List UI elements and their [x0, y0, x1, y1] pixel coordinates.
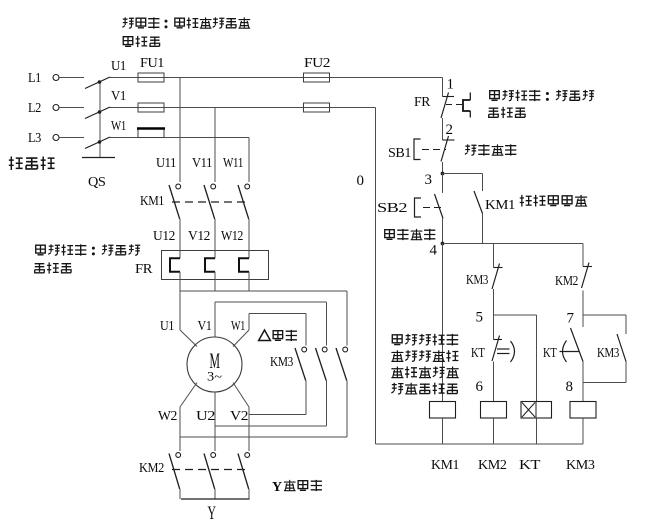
svg-text:KM3: KM3	[466, 273, 488, 288]
svg-text:W1: W1	[111, 119, 126, 134]
svg-text:KM2: KM2	[478, 458, 507, 473]
svg-text:FU2: FU2	[304, 56, 330, 71]
svg-text:KT: KT	[519, 458, 541, 473]
svg-text:KM3: KM3	[566, 458, 595, 473]
svg-text:W1: W1	[231, 319, 245, 334]
svg-text:KM2: KM2	[555, 274, 578, 289]
svg-text:V11: V11	[192, 156, 212, 171]
svg-text:U2: U2	[196, 409, 215, 424]
svg-text:6: 6	[476, 379, 484, 395]
svg-text:FR: FR	[414, 95, 431, 110]
svg-text:KM1: KM1	[140, 194, 164, 209]
svg-text:KM2: KM2	[139, 461, 164, 476]
svg-text:FU1: FU1	[140, 56, 164, 71]
svg-text:KM1: KM1	[431, 458, 459, 473]
svg-text:W11: W11	[223, 156, 243, 171]
svg-text:V2: V2	[230, 409, 248, 424]
svg-text:V1: V1	[198, 319, 212, 334]
svg-text:1: 1	[447, 77, 454, 93]
svg-text:KM3: KM3	[270, 355, 293, 370]
svg-text:U1: U1	[160, 319, 174, 334]
svg-text:KM1: KM1	[485, 198, 515, 213]
svg-text:U11: U11	[156, 156, 176, 171]
svg-text:M: M	[210, 348, 221, 373]
svg-text:3: 3	[425, 172, 432, 188]
svg-text:W12: W12	[221, 229, 243, 244]
svg-text:0: 0	[357, 173, 364, 189]
svg-text:3~: 3~	[207, 370, 222, 384]
svg-text:V1: V1	[111, 89, 126, 104]
svg-text:QS: QS	[88, 175, 106, 190]
svg-text:SB1: SB1	[388, 146, 411, 161]
svg-text:FR: FR	[135, 262, 153, 277]
svg-text:SB2: SB2	[377, 201, 408, 216]
svg-text:U1: U1	[111, 59, 126, 74]
svg-text:L3: L3	[28, 131, 41, 146]
svg-text:4: 4	[430, 243, 438, 259]
svg-text:2: 2	[446, 122, 453, 138]
svg-text:W2: W2	[158, 409, 177, 424]
svg-text:L1: L1	[28, 71, 41, 86]
svg-text:8: 8	[566, 379, 573, 395]
svg-text:Y: Y	[272, 480, 282, 495]
svg-text:Y: Y	[208, 503, 217, 524]
svg-text:L2: L2	[28, 101, 41, 116]
svg-text:5: 5	[476, 310, 483, 326]
svg-text:V12: V12	[188, 229, 210, 244]
svg-text:KT: KT	[543, 346, 557, 361]
svg-text:KT: KT	[471, 346, 485, 361]
svg-text:KM3: KM3	[597, 346, 619, 361]
svg-text:7: 7	[567, 311, 575, 327]
svg-text:U12: U12	[153, 229, 175, 244]
